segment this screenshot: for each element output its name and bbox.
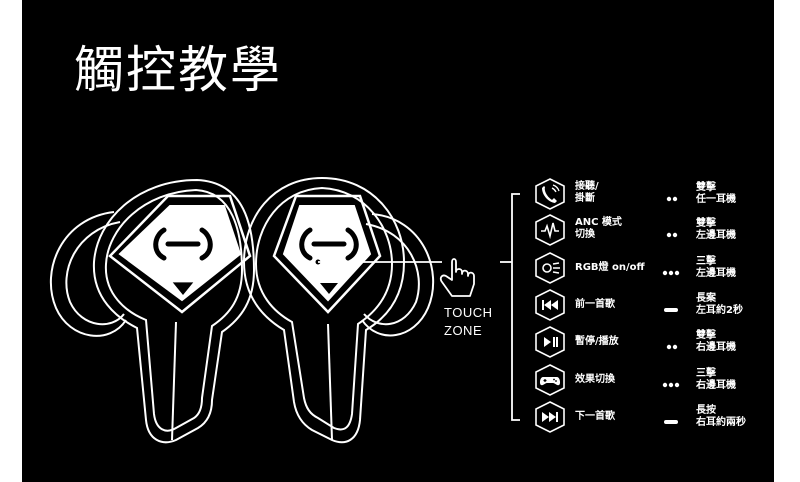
rgb-light-icon — [534, 252, 566, 284]
control-row: 暫停/播放 雙擊右邊耳機 — [22, 326, 774, 362]
control-name-line1: 下一首歌 — [575, 411, 615, 422]
control-name-line1: 前一首歌 — [575, 299, 615, 310]
left-earbud — [49, 178, 256, 444]
control-name: 前一首歌 — [575, 299, 615, 311]
hand-tap-icon — [439, 258, 475, 297]
control-action: 雙擊右邊耳機 — [696, 330, 736, 354]
tutorial-canvas: 觸控教學 — [22, 0, 774, 482]
left-grille — [172, 282, 194, 295]
control-action-line2: 右邊耳機 — [696, 380, 736, 391]
long-press-icon — [662, 412, 688, 424]
long-press-icon — [662, 300, 688, 312]
anc-wave-icon — [534, 214, 566, 246]
control-action: 雙擊左邊耳機 — [696, 218, 736, 242]
control-name-line1: RGB燈 on/off — [575, 262, 645, 273]
control-row: RGB燈 on/off 三擊左邊耳機 — [22, 252, 774, 288]
control-name-line2: 切換 — [575, 229, 595, 240]
tap-dots-icon — [662, 375, 688, 388]
controls-bracket — [500, 193, 520, 421]
control-action: 長案左耳約2秒 — [696, 293, 743, 317]
control-name-line1: 暫停/播放 — [575, 336, 619, 347]
right-logo-icon — [299, 227, 359, 261]
control-name: 接聽/掛斷 — [575, 181, 599, 205]
control-name-line1: 接聽/ — [575, 181, 599, 192]
control-row: ANC 模式切換 雙擊左邊耳機 — [22, 214, 774, 250]
control-name-line1: ANC 模式 — [575, 217, 622, 228]
page-title: 觸控教學 — [74, 41, 282, 99]
control-action-line1: 三擊 — [696, 256, 716, 267]
control-action-line2: 左邊耳機 — [696, 230, 736, 241]
tap-dots-icon — [662, 189, 688, 202]
control-action: 雙擊任一耳機 — [696, 182, 736, 206]
control-name: 效果切換 — [575, 374, 615, 386]
touch-zone-line1: TOUCH — [444, 305, 493, 320]
control-action: 長按右耳約兩秒 — [696, 405, 746, 429]
control-action-line1: 雙擊 — [696, 182, 716, 193]
control-row: 前一首歌 長案左耳約2秒 — [22, 289, 774, 325]
control-name: 下一首歌 — [575, 411, 615, 423]
gamepad-icon — [534, 364, 566, 396]
control-action-line2: 右耳約兩秒 — [696, 417, 746, 428]
control-name-line1: 效果切換 — [575, 374, 615, 385]
control-action: 三擊右邊耳機 — [696, 368, 736, 392]
phone-icon — [534, 178, 566, 210]
control-action-line1: 雙擊 — [696, 218, 716, 229]
control-action-line1: 雙擊 — [696, 330, 716, 341]
control-action: 三擊左邊耳機 — [696, 256, 736, 280]
control-action-line2: 任一耳機 — [696, 194, 736, 205]
control-name: ANC 模式切換 — [575, 217, 622, 241]
control-action-line2: 左邊耳機 — [696, 268, 736, 279]
touch-zone-line2: ZONE — [444, 323, 483, 338]
control-action-line2: 右邊耳機 — [696, 342, 736, 353]
control-name-line2: 掛斷 — [575, 193, 595, 204]
control-name: RGB燈 on/off — [575, 262, 645, 274]
control-action-line1: 長按 — [696, 405, 716, 416]
control-name: 暫停/播放 — [575, 336, 619, 348]
tap-dots-icon — [662, 263, 688, 276]
earbuds-illustration — [49, 176, 520, 444]
control-action-line2: 左耳約2秒 — [696, 305, 743, 316]
tap-dots-icon — [662, 225, 688, 238]
right-grille — [320, 283, 338, 294]
next-track-icon — [534, 401, 566, 433]
previous-track-icon — [534, 289, 566, 321]
left-logo-icon — [153, 227, 213, 261]
control-action-line1: 三擊 — [696, 368, 716, 379]
control-row: 接聽/掛斷 雙擊任一耳機 — [22, 178, 774, 214]
play-pause-icon — [534, 326, 566, 358]
touch-zone-label: TOUCH ZONE — [444, 304, 492, 340]
control-row: 效果切換 三擊右邊耳機 — [22, 364, 774, 400]
control-action-line1: 長案 — [696, 293, 716, 304]
tap-dots-icon — [662, 337, 688, 350]
control-row: 下一首歌 長按右耳約兩秒 — [22, 401, 774, 437]
